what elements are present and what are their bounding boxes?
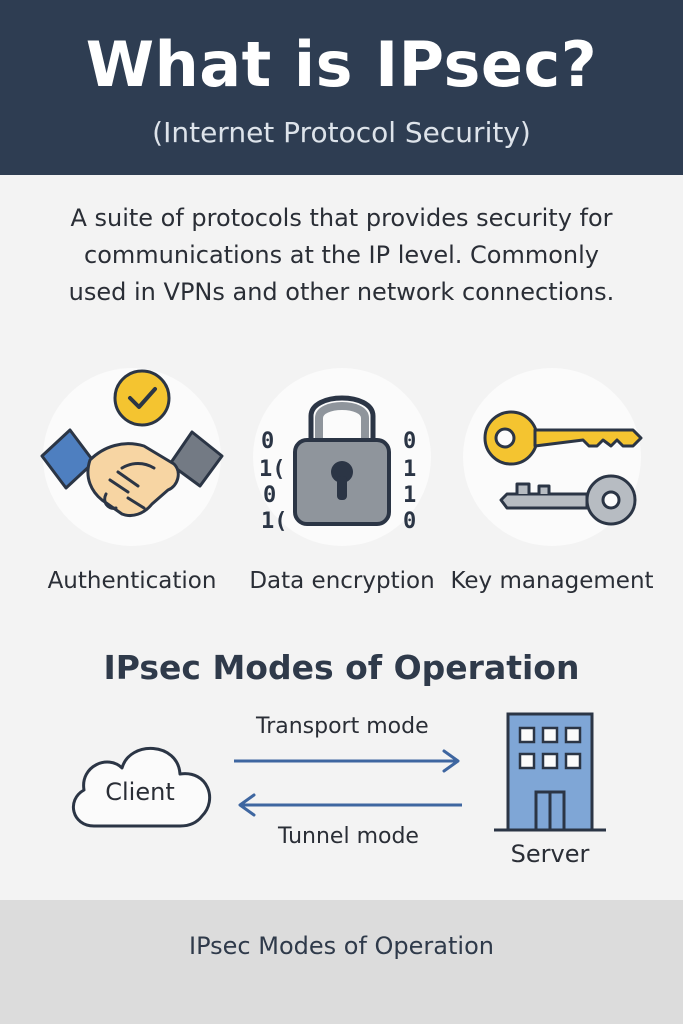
svg-text:1(: 1( — [261, 509, 288, 534]
transport-mode-label: Transport mode — [256, 714, 429, 739]
header-banner: What is IPsec? (Internet Protocol Securi… — [0, 0, 683, 175]
transport-arrow — [234, 749, 460, 773]
svg-text:0: 0 — [263, 483, 276, 508]
modes-title: IPsec Modes of Operation — [103, 648, 580, 687]
feature-circle — [40, 368, 224, 546]
modes-diagram: Client Transport mode Tunnel mode Server — [0, 700, 683, 890]
tunnel-arrow — [238, 793, 462, 817]
page-title: What is IPsec? — [85, 28, 598, 101]
svg-text:0: 0 — [403, 429, 416, 454]
client-label: Client — [105, 778, 175, 806]
feature-label: Key management — [450, 568, 654, 594]
server-label: Server — [510, 840, 590, 868]
handshake-icon — [40, 369, 224, 518]
feature-label: Data encryption — [249, 568, 435, 594]
svg-text:1: 1 — [403, 483, 416, 508]
feature-key-management: Key management — [442, 368, 662, 594]
page-subtitle: (Internet Protocol Security) — [152, 116, 531, 149]
feature-authentication: Authentication — [22, 368, 242, 594]
svg-text:1: 1 — [403, 457, 416, 482]
feature-label: Authentication — [47, 568, 217, 594]
tunnel-mode-label: Tunnel mode — [278, 824, 419, 849]
svg-text:1(: 1( — [259, 457, 286, 482]
keys-icon — [483, 410, 643, 526]
feature-circle — [463, 368, 643, 546]
svg-text:0: 0 — [403, 509, 416, 534]
svg-text:0: 0 — [261, 429, 274, 454]
client-cloud-icon — [72, 746, 212, 828]
footer-text: IPsec Modes of Operation — [189, 932, 494, 960]
footer-bar: IPsec Modes of Operation — [0, 900, 683, 1024]
description-text: A suite of protocols that provides secur… — [68, 204, 615, 306]
server-building-icon — [494, 712, 606, 832]
